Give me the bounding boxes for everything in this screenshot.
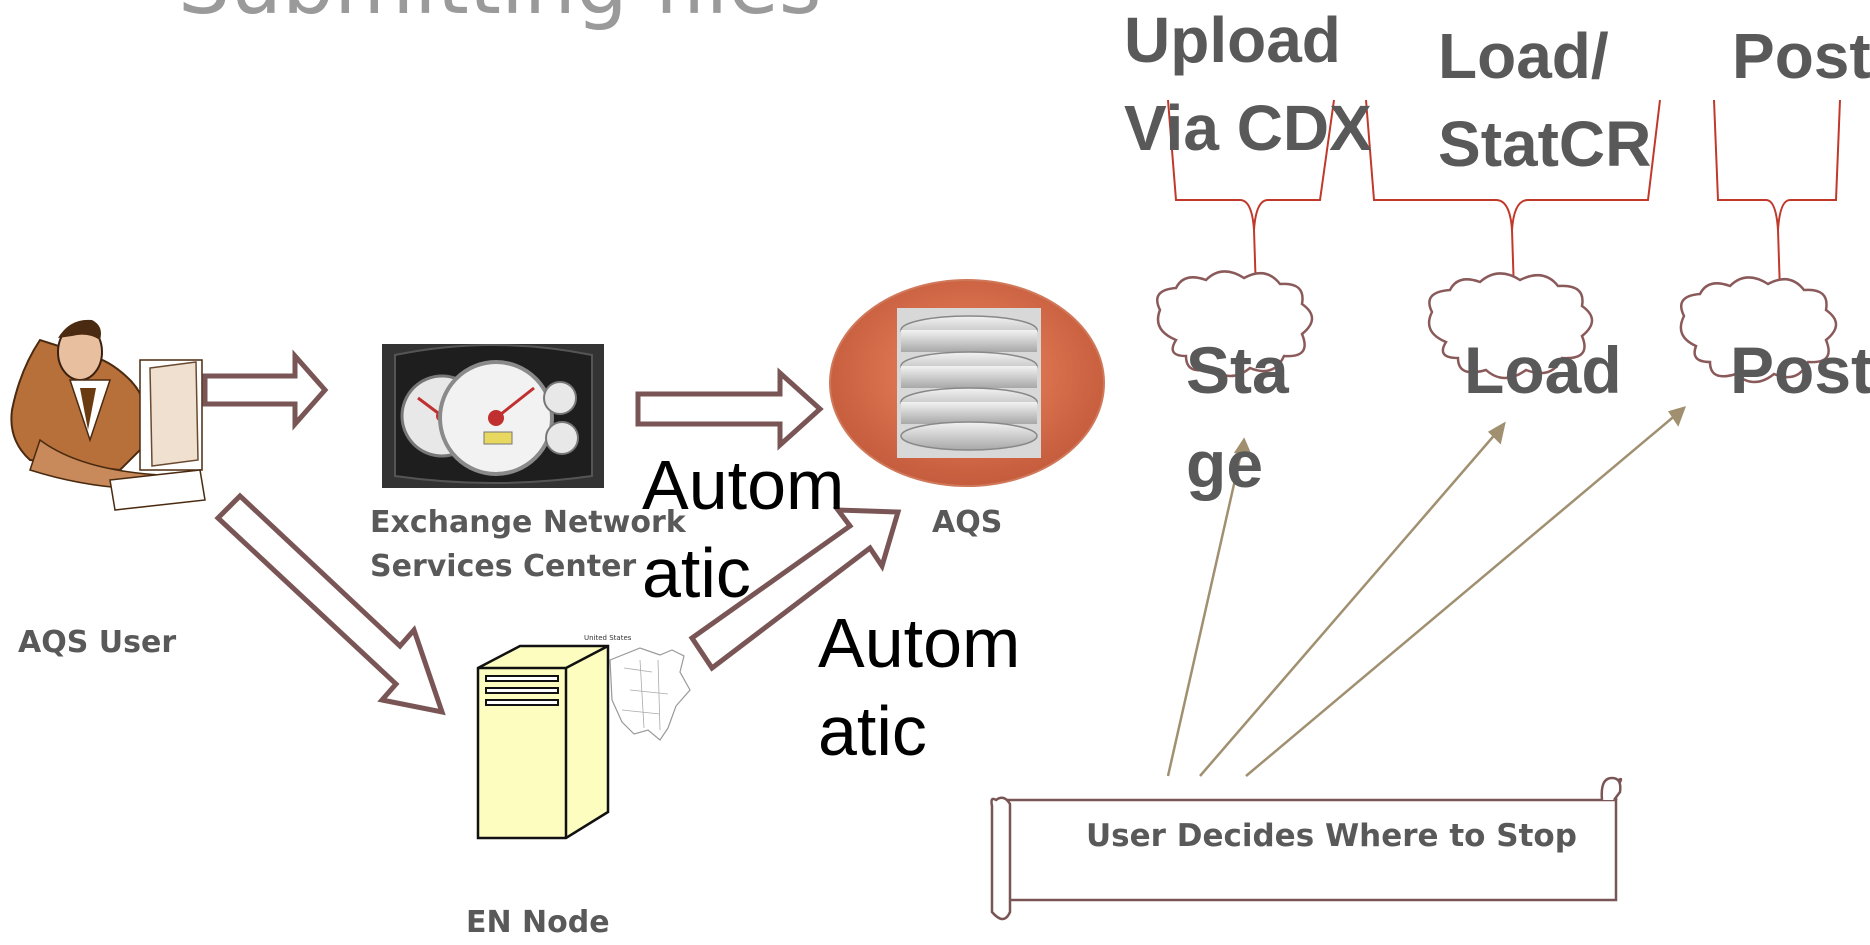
cloud-stage-line1: Sta bbox=[1186, 333, 1289, 407]
phase-braces bbox=[1167, 99, 1841, 293]
aqs-label: AQS bbox=[932, 505, 1003, 540]
phase-upload-line1: Upload bbox=[1124, 4, 1341, 76]
load-cloud bbox=[1427, 272, 1594, 380]
automatic-label-2-line1: Autom bbox=[818, 604, 1021, 682]
brace-load bbox=[1365, 99, 1661, 293]
user-icon bbox=[10, 319, 206, 511]
cloud-load: Load bbox=[1464, 333, 1622, 407]
page-title: Submitting files bbox=[178, 0, 822, 33]
arrow-node-to-aqs bbox=[688, 507, 902, 672]
arrow-user-to-node bbox=[214, 492, 446, 716]
decision-text: User Decides Where to Stop bbox=[1086, 818, 1577, 854]
automatic-label-1-line1: Autom bbox=[642, 446, 845, 524]
phase-post: Post bbox=[1732, 20, 1870, 92]
exchange-label-line2: Services Center bbox=[370, 549, 637, 584]
user-label: AQS User bbox=[18, 625, 177, 660]
arrow-exchange-to-aqs bbox=[635, 367, 824, 451]
post-cloud bbox=[1679, 276, 1838, 384]
automatic-label-1-line2: atic bbox=[642, 534, 751, 612]
map-caption: United States bbox=[584, 634, 632, 642]
brace-post bbox=[1713, 99, 1841, 293]
cloud-stage-line2: ge bbox=[1186, 427, 1264, 501]
decision-scroll bbox=[990, 776, 1623, 921]
us-map-icon bbox=[609, 647, 691, 741]
phase-load-line1: Load/ bbox=[1438, 20, 1609, 92]
exchange-label-line1: Exchange Network bbox=[370, 505, 686, 540]
phase-upload-line2: Via CDX bbox=[1124, 92, 1372, 164]
automatic-label-2-line2: atic bbox=[818, 692, 927, 770]
gauge-icon bbox=[382, 344, 604, 488]
stage-cloud bbox=[1156, 270, 1314, 378]
node-label: EN Node bbox=[466, 905, 610, 940]
pointer-lines bbox=[1166, 406, 1687, 777]
brace-upload bbox=[1167, 99, 1335, 293]
server-icon bbox=[476, 644, 610, 840]
cloud-post: Post bbox=[1730, 333, 1870, 407]
arrow-user-to-exchange bbox=[202, 349, 329, 431]
phase-load-line2: StatCR bbox=[1438, 108, 1652, 180]
aqs-database-icon bbox=[829, 279, 1105, 487]
